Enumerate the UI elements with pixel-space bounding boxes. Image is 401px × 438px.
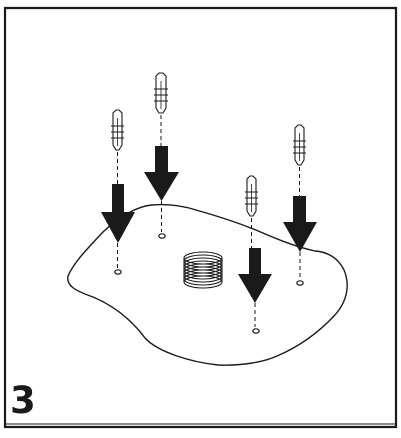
wall-plug-icon [293,124,306,166]
panel-border [3,6,398,429]
wall-plug-icon [111,109,124,151]
down-arrow-icon [238,248,272,303]
step-number: 3 [10,379,36,422]
screw-hole [158,233,166,239]
coil-icon [183,251,223,289]
screw-hole [114,269,122,275]
down-arrow-icon [283,196,317,252]
wall-plug-icon [154,72,168,114]
screw-hole [296,280,304,286]
down-arrow-icon [144,146,179,201]
wall-plug-icon [245,175,258,217]
screw-hole [252,328,260,334]
baseplate [67,203,348,366]
down-arrow-icon [101,184,135,243]
